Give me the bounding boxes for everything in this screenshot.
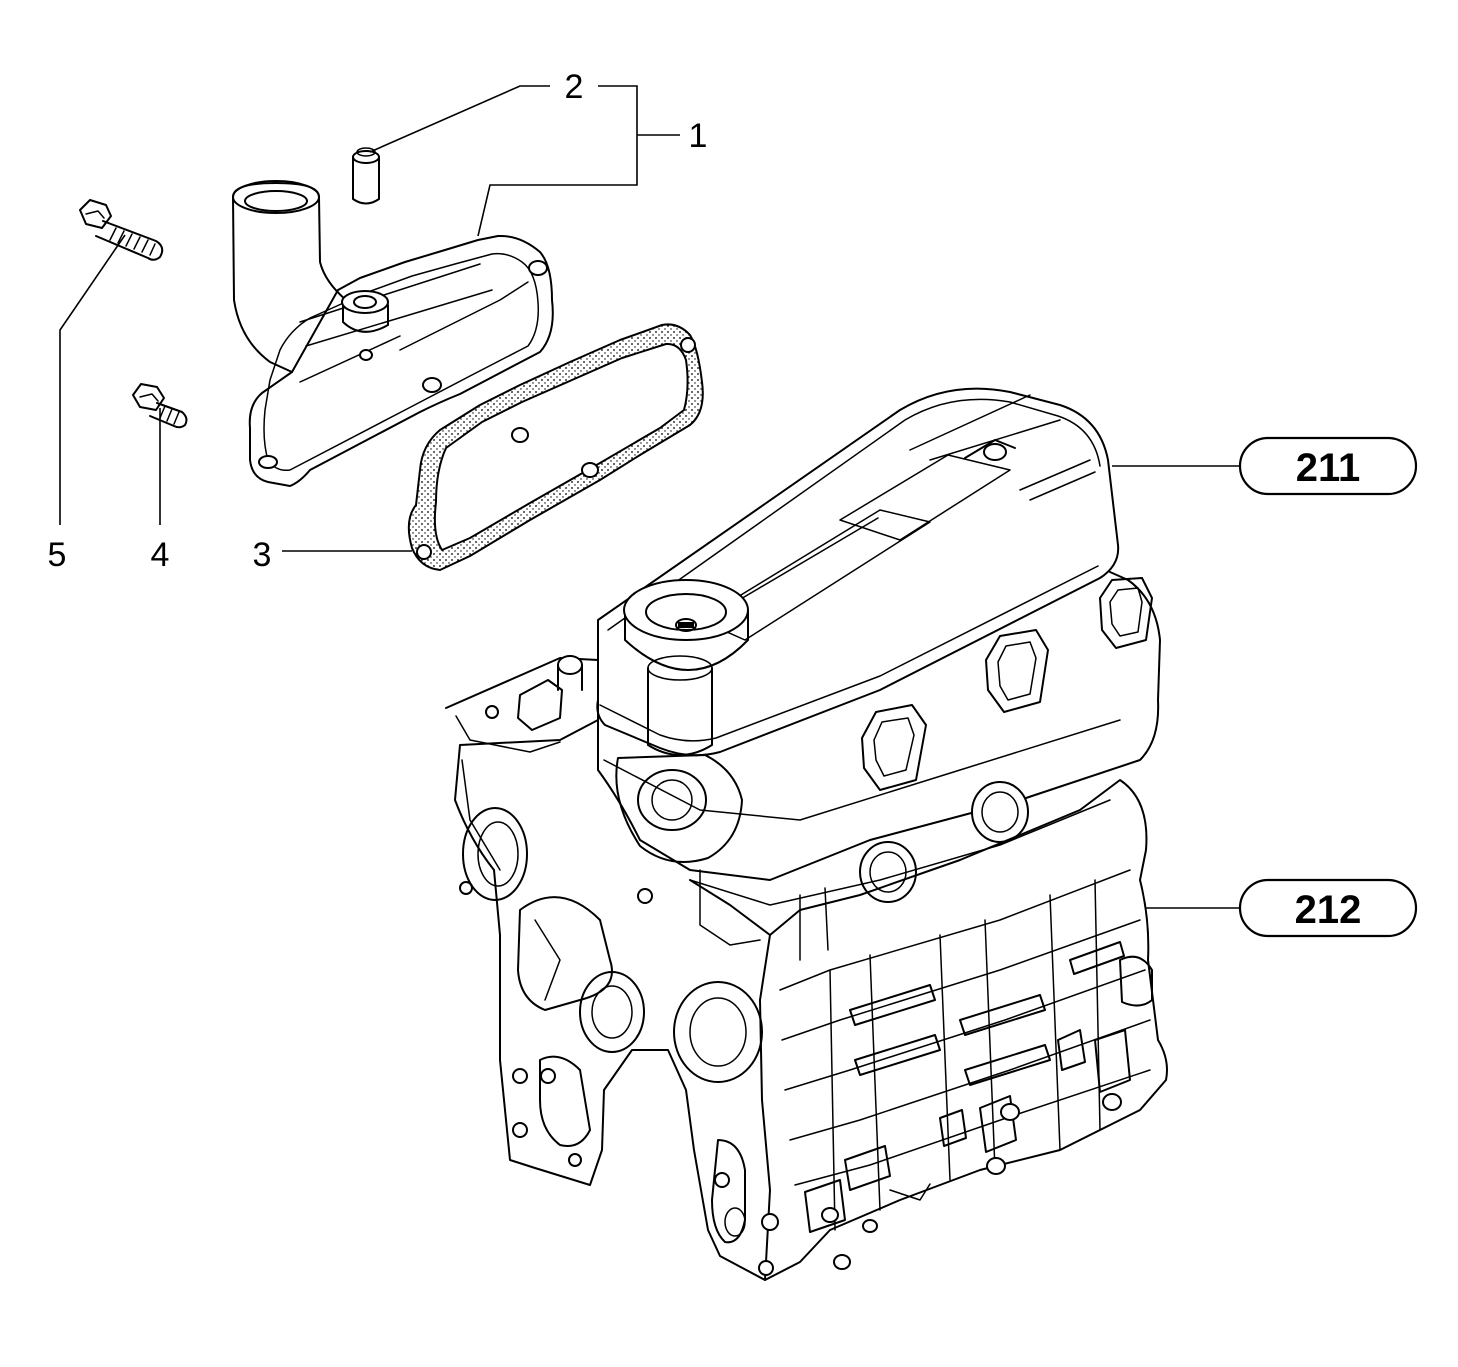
reference-badge-212: 212: [1238, 878, 1418, 938]
reference-211-label: 211: [1296, 446, 1361, 490]
dowel-pin-part: [352, 147, 380, 205]
callout-3: 3: [253, 536, 272, 574]
reference-212-label: 212: [1295, 888, 1362, 932]
engine-block-assembly: [445, 571, 1168, 1281]
thermostat-housing-part: [232, 180, 554, 487]
long-bolt-part: [79, 199, 164, 261]
callout-4: 4: [151, 536, 170, 574]
gasket-part: [407, 323, 704, 571]
callout-labels: 2 1 3 4 5: [48, 68, 708, 574]
callout-2: 2: [565, 68, 584, 106]
short-bolt-part: [132, 383, 188, 429]
callout-1: 1: [689, 117, 708, 155]
cylinder-head-cover-assembly: [596, 387, 1120, 757]
leader-lines: [59, 85, 1240, 909]
reference-badge-211: 211: [1238, 436, 1418, 496]
callout-5: 5: [48, 536, 67, 574]
